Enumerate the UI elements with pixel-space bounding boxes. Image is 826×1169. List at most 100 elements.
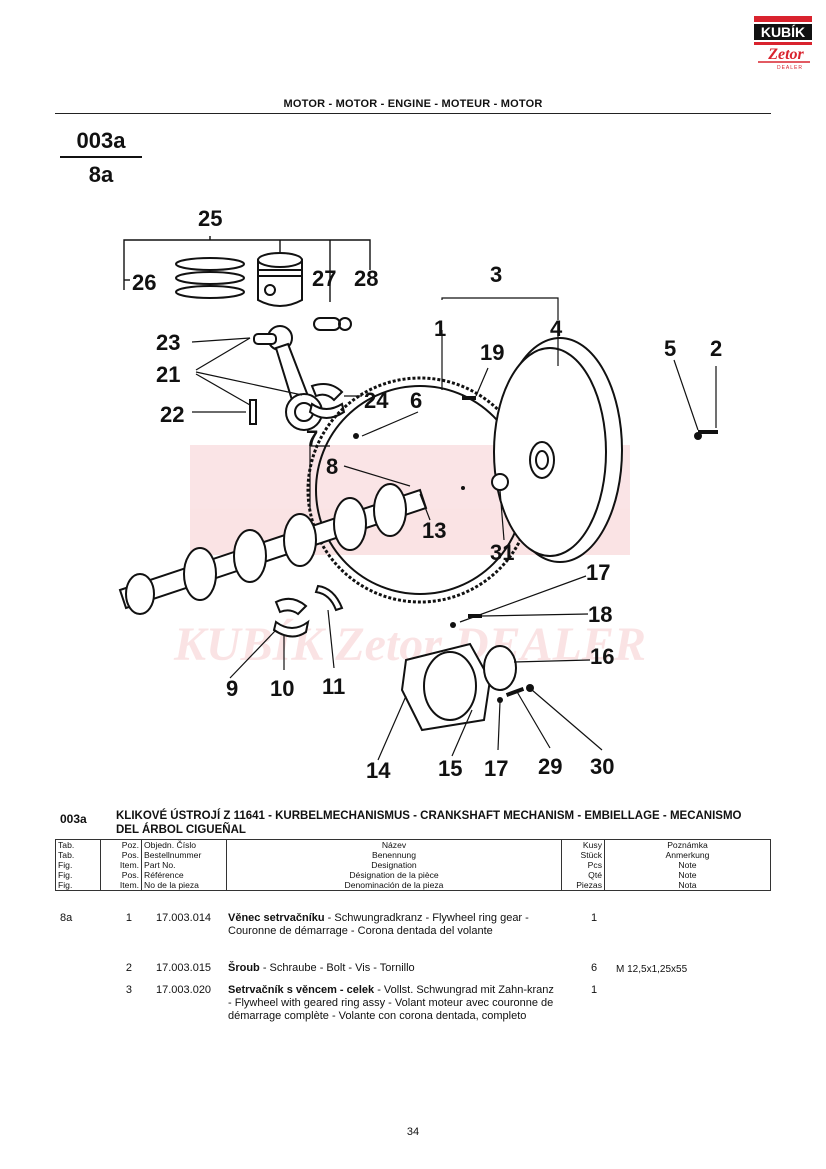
- callout-24: 24: [364, 388, 389, 413]
- callout-14: 14: [366, 758, 391, 783]
- row-part-number: 17.003.020: [156, 984, 212, 996]
- callout-16: 16: [590, 644, 614, 669]
- table-header-row: Tab. Tab. Fig. Fig. Fig. Poz. Pos. Item.…: [55, 839, 771, 891]
- col-note-de: Anmerkung: [665, 850, 710, 860]
- col-number-de: Bestellnummer: [144, 850, 202, 860]
- col-tab-es: Fig.: [58, 880, 73, 890]
- col-name-cs: Název: [381, 840, 407, 850]
- table-number-top: 003a: [60, 130, 142, 158]
- col-qty-es: Piezas: [576, 880, 602, 890]
- callouts: 25 26 27 28 3 1 4 19 5 2 23 21 22 24 6 7…: [132, 206, 722, 783]
- callout-30: 30: [590, 754, 614, 779]
- callout-23: 23: [156, 330, 180, 355]
- row-description: Šroub - Schraube - Bolt - Vis - Tornillo: [228, 962, 558, 975]
- col-tab: Tab. Tab. Fig. Fig. Fig.: [55, 839, 101, 891]
- col-number-en: Part No.: [144, 860, 176, 870]
- col-qty: Kusy Stück Pcs Qté Piezas: [561, 839, 605, 891]
- row-name-rest: - Vollst. Schwungrad mit Zahn-kranz - Fl…: [228, 984, 554, 1022]
- col-note-cs: Poznámka: [667, 840, 708, 850]
- row-note: M 12,5x1,25x55: [616, 964, 688, 975]
- pin-clip: [338, 317, 352, 331]
- callout-5: 5: [664, 336, 676, 361]
- logo-top-text: KUBÍK: [761, 24, 805, 40]
- callout-18: 18: [588, 602, 612, 627]
- callout-13: 13: [422, 518, 446, 543]
- pilot-bearing: [491, 473, 509, 491]
- col-qty-cs: Kusy: [582, 840, 602, 850]
- callout-3: 3: [490, 262, 502, 287]
- table-number: 003a 8a: [60, 130, 142, 186]
- col-tab-cs: Tab.: [58, 840, 75, 850]
- row-qty: 1: [590, 912, 598, 924]
- row-description: Věnec setrvačníku - Schwungradkranz - Fl…: [228, 912, 558, 938]
- callout-9: 9: [226, 676, 238, 701]
- col-tab-de: Tab.: [58, 850, 75, 860]
- row-part-number: 17.003.015: [156, 962, 212, 974]
- page-number: 34: [406, 1126, 420, 1138]
- section-code: 003a: [60, 812, 87, 826]
- col-tab-en: Fig.: [58, 860, 73, 870]
- callout-25: 25: [198, 206, 222, 231]
- crankshaft: [118, 483, 428, 615]
- piston: [257, 252, 303, 307]
- callout-8: 8: [326, 454, 338, 479]
- col-number-fr: Référence: [144, 870, 184, 880]
- parts-table-header: Tab. Tab. Fig. Fig. Fig. Poz. Pos. Item.…: [55, 839, 771, 891]
- col-note-es: Nota: [678, 880, 697, 890]
- table-row: 8a 1 17.003.014 Věnec setrvačníku - Schw…: [60, 912, 760, 962]
- col-note: Poznámka Anmerkung Note Note Nota: [604, 839, 771, 891]
- col-number-cs: Objedn. Číslo: [144, 840, 197, 850]
- col-tab-fr: Fig.: [58, 870, 73, 880]
- exploded-diagram: KUBÍK Zetor DEALER: [80, 190, 760, 790]
- callout-26: 26: [132, 270, 156, 295]
- callout-10: 10: [270, 676, 294, 701]
- kubik-zetor-logo: KUBÍK Zetor DEALER: [752, 14, 814, 72]
- col-note-fr: Note: [678, 870, 697, 880]
- piston-rings: [175, 257, 245, 299]
- logo-script-text: Zetor: [767, 46, 804, 63]
- row-pos: 2: [125, 962, 132, 974]
- row-name-rest: - Schraube - Bolt - Vis - Tornillo: [259, 962, 415, 974]
- callout-11: 11: [322, 674, 345, 699]
- callout-17-top: 17: [586, 560, 610, 585]
- col-qty-fr: Qté: [588, 870, 602, 880]
- table-number-bottom: 8a: [88, 162, 114, 187]
- piston-pin: [313, 317, 341, 331]
- parts-list: 8a 1 17.003.014 Věnec setrvačníku - Schw…: [60, 912, 760, 1023]
- col-name-de: Benennung: [372, 850, 416, 860]
- row-name-bold: Věnec setrvačníku: [228, 912, 325, 924]
- callout-17-bottom: 17: [484, 756, 508, 781]
- row-name-rest: - Schwungradkranz - Flywheel ring gear -…: [228, 912, 529, 937]
- page-header: MOTOR - MOTOR - ENGINE - MOTEUR - MOTOR: [283, 98, 543, 110]
- callout-4: 4: [550, 316, 563, 341]
- col-qty-de: Stück: [580, 850, 603, 860]
- rod-bolt: [249, 399, 257, 425]
- table-row: 2 17.003.015 Šroub - Schraube - Bolt - V…: [60, 962, 760, 984]
- callout-29: 29: [538, 754, 562, 779]
- col-name-en: Designation: [371, 860, 417, 870]
- row-pos: 3: [125, 984, 132, 996]
- callout-19: 19: [480, 340, 504, 365]
- rear-seal-housing: [400, 642, 517, 732]
- col-pos-fr: Pos.: [121, 870, 139, 880]
- col-qty-en: Pcs: [587, 860, 602, 870]
- callout-15: 15: [438, 756, 462, 781]
- col-pos-cs: Poz.: [121, 840, 139, 850]
- rod-bearing-shells: [308, 383, 346, 419]
- section-title: KLIKOVÉ ÚSTROJÍ Z 11641 - KURBELMECHANIS…: [116, 810, 742, 836]
- col-pos-en: Item.: [119, 860, 139, 870]
- callout-27: 27: [312, 266, 336, 291]
- logo-sub-text: DEALER: [777, 65, 803, 71]
- bracket-25: [123, 236, 371, 302]
- row-name-bold: Setrvačník s věncem - celek: [228, 984, 375, 996]
- table-row: 3 17.003.020 Setrvačník s věncem - celek…: [60, 984, 760, 1023]
- col-pos-es: Item.: [119, 880, 139, 890]
- row-part-number: 17.003.014: [156, 912, 212, 924]
- flywheel: [493, 337, 623, 563]
- callout-2: 2: [710, 336, 722, 361]
- callout-1: 1: [434, 316, 446, 341]
- row-qty: 6: [590, 962, 598, 974]
- col-name: Název Benennung Designation Désignation …: [226, 839, 562, 891]
- main-bearing-shells: [272, 584, 344, 638]
- callout-6: 6: [410, 388, 422, 413]
